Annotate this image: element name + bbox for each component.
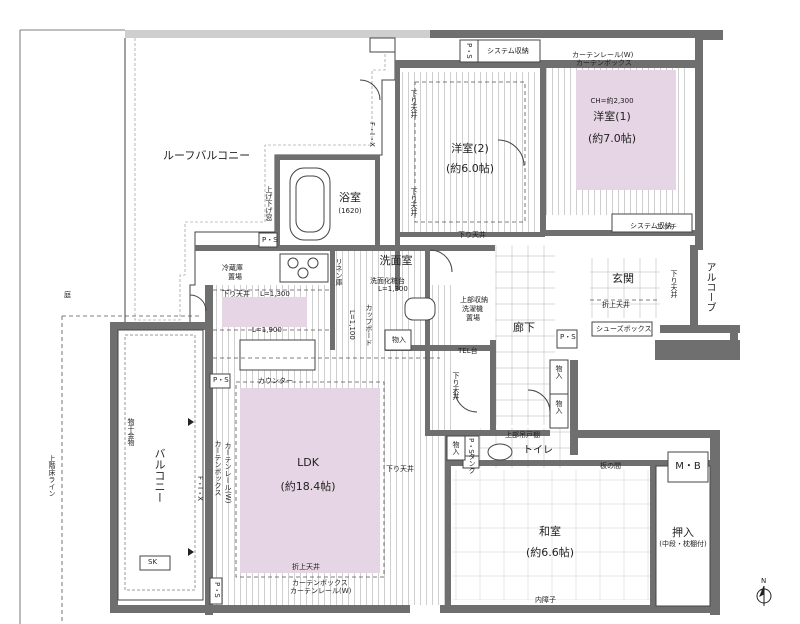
bathtub (289, 167, 331, 241)
sk-label: SK (148, 558, 158, 566)
ldk-size-label: (約18.4帖) (280, 480, 336, 493)
kitchen-highlight (222, 297, 307, 327)
fixtures (117, 39, 711, 607)
cupboard-label: カップボード (365, 304, 373, 346)
walls (110, 30, 740, 615)
entrance-label: 玄関 (612, 272, 634, 285)
tokonoma-label: 板の間 (600, 462, 621, 470)
sagari-label-6: 下り天井 (386, 465, 414, 473)
uchinori-label: 内障子 (535, 596, 556, 604)
western1-size-label: (約7.0帖) (587, 132, 637, 145)
fridge-label-2: 置場 (228, 273, 242, 281)
ldk-label: LDK (297, 456, 319, 469)
monoire-label-4: 物入 (555, 400, 563, 414)
upper-floor-label: 上階床ライン (48, 455, 56, 497)
sagari-label-5: 下り天井 (452, 372, 460, 400)
hall-floor (495, 245, 555, 425)
upper-cabinet-label: 上部吊戸棚 (505, 431, 540, 439)
closet-label: 押入 (672, 526, 694, 539)
alcove-label: アルコーブ (704, 262, 715, 312)
wash-counter-label: 洗面化粧台 (370, 277, 405, 285)
dim-1300-label: L=1,300 (260, 290, 290, 298)
western2-size-label: (約6.0帖) (445, 162, 495, 175)
window-label: 上げ下げ窓 (265, 186, 273, 221)
bath-size-label: (1620) (338, 207, 362, 215)
ps-label-5: P・S (467, 438, 475, 454)
entrance-floor (590, 258, 660, 318)
ldk-ceiling-label: 折上天井 (292, 563, 320, 571)
sagari-label-1: 下り天井 (410, 90, 418, 118)
system-storage-top-label: システム収納 (487, 47, 529, 55)
floor-fills (210, 60, 690, 605)
upper-storage-label: 上部収納 (460, 296, 488, 304)
roof-balcony-label: ルーフバルコニー (163, 149, 251, 162)
ps-label-2: P・S (262, 236, 278, 244)
western2-label: 洋室(2) (451, 142, 489, 155)
monoire-label-2: 物入 (452, 441, 460, 455)
shoes-box-label: シューズボックス (596, 325, 652, 333)
washer-label-2: 置場 (466, 314, 480, 322)
dim-1100-label: L=1,100 (348, 310, 356, 340)
site-outline (19, 29, 200, 624)
monoire-label-3: 物入 (555, 365, 563, 379)
north-arrow-icon (756, 585, 772, 606)
north-label: N (761, 577, 767, 585)
sagari-label-3: 下り天井 (458, 231, 486, 239)
bottom-curtain-2-label: カーテンレール(W) (290, 587, 352, 595)
system-storage-right-label: システム収納 (630, 222, 672, 230)
monoire-label-1: 物入 (392, 336, 406, 344)
western1-highlight (576, 70, 676, 190)
ps-label-4: P・S (213, 376, 229, 384)
ps-label-1: P・S (465, 43, 473, 59)
ps-label-6: P・S (213, 582, 221, 598)
niche-label: ニッチ (656, 223, 677, 231)
niwa-label: 庭 (64, 291, 71, 299)
fix-label-1: F・I・X (368, 122, 376, 147)
arrow-markers (188, 418, 194, 556)
closet-sub-label: (中段・枕棚付) (659, 540, 707, 548)
tel-label: TEL台 (458, 347, 478, 355)
mb-label: M・B (675, 461, 701, 472)
shoe-ceiling-label: 折上天井 (602, 301, 630, 309)
ceiling-lines (213, 81, 660, 578)
sagari-label-2: 下り天井 (410, 188, 418, 216)
balcony-label: バルコニー (153, 448, 166, 503)
bottom-curtain-1-label: カーテンボックス (292, 579, 348, 587)
hallway-label: 廊下 (513, 321, 535, 334)
washroom-label: 洗面室 (379, 254, 413, 267)
tank-label: タンク (468, 453, 476, 474)
fridge-label: 冷蔵庫 (222, 264, 243, 272)
bath-label: 浴室 (339, 191, 361, 204)
curtain-v2-label: カーテンレール(W) (224, 442, 232, 504)
dim-1900-label: L=1,900 (252, 326, 282, 334)
toilet-label: トイレ (523, 445, 553, 456)
japanese-size-label: (約6.6帖) (525, 546, 575, 559)
washer-label: 洗濯機 (462, 305, 483, 313)
fix-label-2: F・I・X (196, 476, 204, 501)
western1-label: 洋室(1) (593, 110, 631, 123)
japanese-floor (452, 470, 652, 600)
western1-ch-label: CH=約2,300 (590, 97, 634, 105)
curtain-v1-label: カーテンボックス (214, 440, 222, 496)
curtain-rail-top-label: カーテンレール(W) (572, 51, 634, 59)
counter-label: カウンター (258, 377, 293, 385)
curtain-box-top-label: カーテンボックス (576, 59, 632, 67)
washroom-floor (330, 250, 425, 345)
linen-label: リネン庫 (335, 258, 343, 286)
ldk-highlight (240, 388, 380, 573)
japanese-label: 和室 (539, 525, 561, 538)
sagari-label-7: 下り天井 (222, 290, 250, 298)
wash-counter-size-label: L=1,300 (378, 285, 408, 293)
drying-label: 物干金物 (127, 418, 135, 446)
ps-label-3: P・S (560, 333, 576, 341)
sagari-label-4: 下り天井 (670, 270, 678, 298)
